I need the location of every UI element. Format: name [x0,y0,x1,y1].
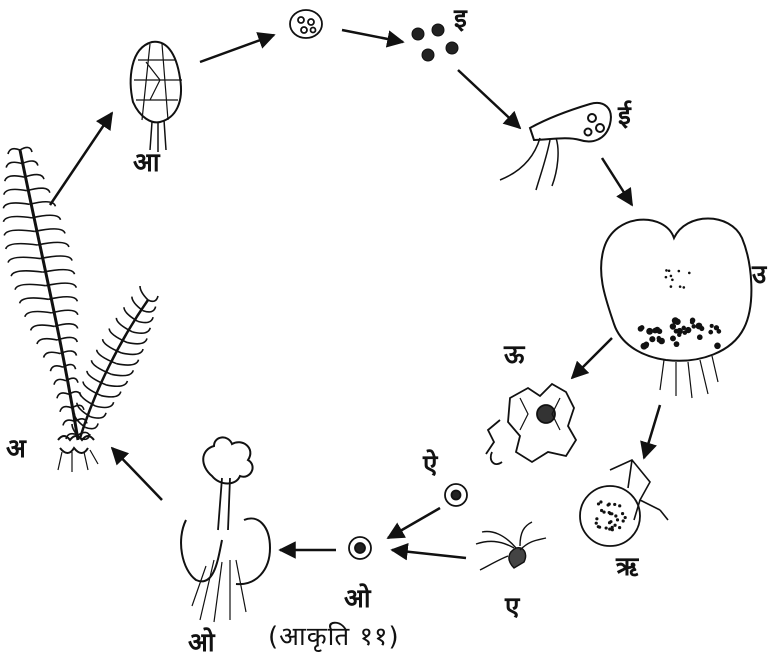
cycle-arrows [50,30,660,558]
arrow-prothallus-to-antheridium [644,405,660,458]
label-archegonium: ऊ [504,342,524,368]
sporangium-illustration [131,42,182,152]
arrow-sperm-to-zygote [392,550,466,558]
fern-plant-illustration [3,147,158,472]
arrow-prothallus-to-archegonium [572,338,612,378]
label-prothallus: उ [752,262,766,288]
antheridium-illustration [580,460,668,546]
arrow-egg-to-zygote [388,508,440,538]
zygote-illustration [349,537,371,559]
arrow-capsule-to-spores [342,30,403,42]
prothallus-illustration [601,219,751,399]
figure-caption: (आकृति ११) [268,624,400,650]
label-zygote: ओ [344,586,371,612]
spore-capsule-illustration [290,10,322,38]
label-sporangium: आ [133,150,160,176]
label-fern-plant: अ [6,436,26,462]
label-young-sporophyte: ओ [188,630,215,656]
label-antheridium: ऋ [616,554,638,580]
arrow-sporophyte-to-plant [112,448,162,500]
label-spores: इ [454,6,467,32]
arrow-sporangium-to-capsule [200,35,274,62]
label-egg: ऐ [423,452,437,478]
label-germinating-spore: ई [618,103,631,129]
young-sporophyte-illustration [181,437,270,622]
sperm-illustration [476,522,546,570]
arrow-spores-to-germination [458,70,520,128]
spores-illustration [412,24,458,61]
egg-illustration [445,484,467,506]
germinating-spore-illustration [500,103,611,190]
archegonium-illustration [486,384,576,464]
arrow-germination-to-prothallus [602,158,632,205]
arrow-plant-to-sporangium [50,113,112,205]
label-sperm: ए [505,594,519,620]
